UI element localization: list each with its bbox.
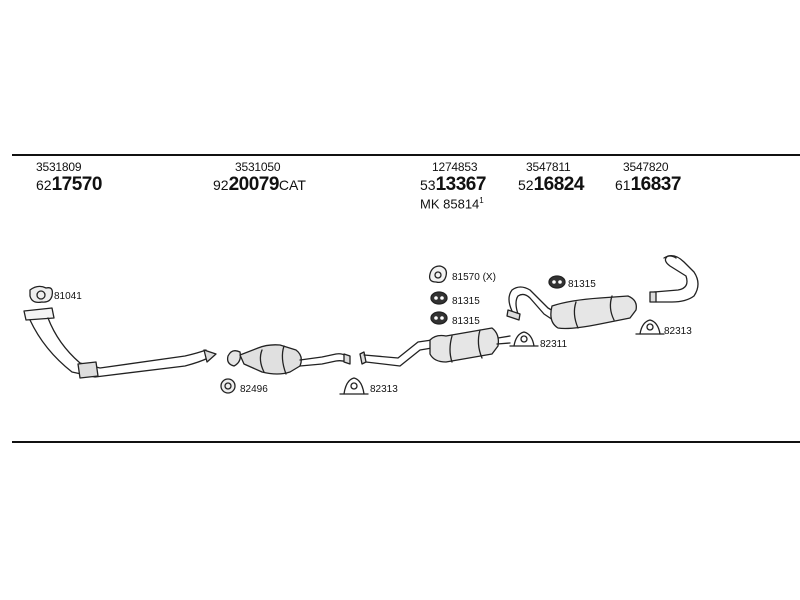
hanger-81315-icon bbox=[548, 275, 566, 289]
part-prefix: 62 bbox=[36, 177, 52, 193]
gasket-icon bbox=[29, 285, 54, 304]
catalytic-converter-drawing bbox=[226, 344, 351, 375]
front-pipe-drawing bbox=[23, 307, 217, 379]
part-catalytic-converter: 3531050 9220079CAT bbox=[213, 161, 306, 194]
hanger-81570-icon bbox=[428, 265, 448, 284]
fitting-code: 81570 (X) bbox=[452, 272, 496, 283]
oe-number: 1274853 bbox=[432, 160, 478, 174]
clamp-82311-icon bbox=[509, 331, 539, 347]
fitting-code: 81315 bbox=[452, 296, 480, 307]
part-front-pipe: 3531809 6217570 bbox=[36, 161, 102, 194]
clamp-82313-icon bbox=[635, 319, 665, 335]
part-number: 16824 bbox=[533, 174, 585, 195]
mounting-kit-note: 1 bbox=[479, 196, 484, 205]
hanger-81315-icon bbox=[430, 291, 448, 305]
clamp-82496-icon bbox=[220, 378, 236, 394]
fitting-code: 81315 bbox=[452, 316, 480, 327]
part-number: 13367 bbox=[435, 174, 487, 195]
fitting-code: 82496 bbox=[240, 384, 268, 395]
part-suffix: CAT bbox=[278, 177, 306, 193]
rear-silencer-drawing bbox=[506, 286, 637, 330]
part-prefix: 61 bbox=[615, 177, 631, 193]
hanger-81315-icon bbox=[430, 311, 448, 325]
part-prefix: 92 bbox=[213, 177, 229, 193]
mounting-kit-label: MK bbox=[420, 196, 440, 212]
fitting-code: 81041 bbox=[54, 291, 82, 302]
part-number: 16837 bbox=[630, 174, 682, 195]
part-prefix: 52 bbox=[518, 177, 534, 193]
mounting-kit-number: 85814 bbox=[443, 196, 480, 212]
fitting-code: 82313 bbox=[664, 326, 692, 337]
fitting-code: 81315 bbox=[568, 279, 596, 290]
part-prefix: 53 bbox=[420, 177, 436, 193]
oe-number: 3531809 bbox=[36, 160, 82, 174]
oe-number: 3531050 bbox=[235, 160, 281, 174]
part-number: 17570 bbox=[51, 174, 103, 195]
fitting-code: 82313 bbox=[370, 384, 398, 395]
part-middle-silencer: 1274853 5313367 MK 858141 bbox=[420, 161, 486, 210]
part-number: 20079 bbox=[228, 174, 280, 195]
clamp-82313-icon bbox=[339, 377, 369, 395]
part-tail-pipe: 3547820 6116837 bbox=[615, 161, 681, 194]
top-divider-line bbox=[12, 154, 800, 156]
bottom-divider-line bbox=[12, 441, 800, 443]
middle-silencer-drawing bbox=[359, 327, 511, 367]
fitting-code: 82311 bbox=[540, 339, 568, 350]
oe-number: 3547820 bbox=[623, 160, 669, 174]
oe-number: 3547811 bbox=[526, 160, 571, 174]
part-rear-silencer: 3547811 5216824 bbox=[518, 161, 584, 194]
tail-pipe-drawing bbox=[649, 254, 699, 303]
